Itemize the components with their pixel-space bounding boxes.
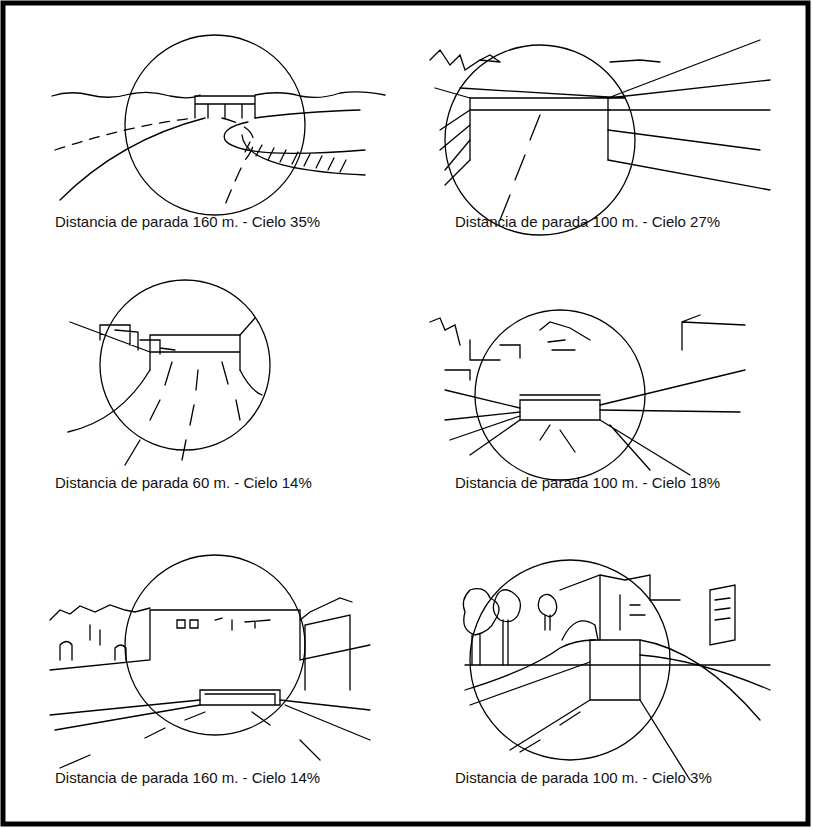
view-5 [50,555,370,768]
caption: Distancia de parada 100 m. - Cielo 27% [455,213,720,231]
caption: Distancia de parada 160 m. - Cielo 35% [55,213,320,231]
caption: Distancia de parada 160 m. - Cielo 14% [55,769,320,787]
caption: Distancia de parada 100 m. - Cielo 18% [455,474,720,492]
view-3 [68,280,270,465]
view-4 [430,310,745,480]
view-1 [52,35,385,215]
view-6 [463,560,770,780]
caption: Distancia de parada 60 m. - Cielo 14% [55,474,312,492]
frame [3,3,808,824]
view-2 [430,40,770,235]
caption: Distancia de parada 100 m. - Cielo 3% [455,769,712,787]
